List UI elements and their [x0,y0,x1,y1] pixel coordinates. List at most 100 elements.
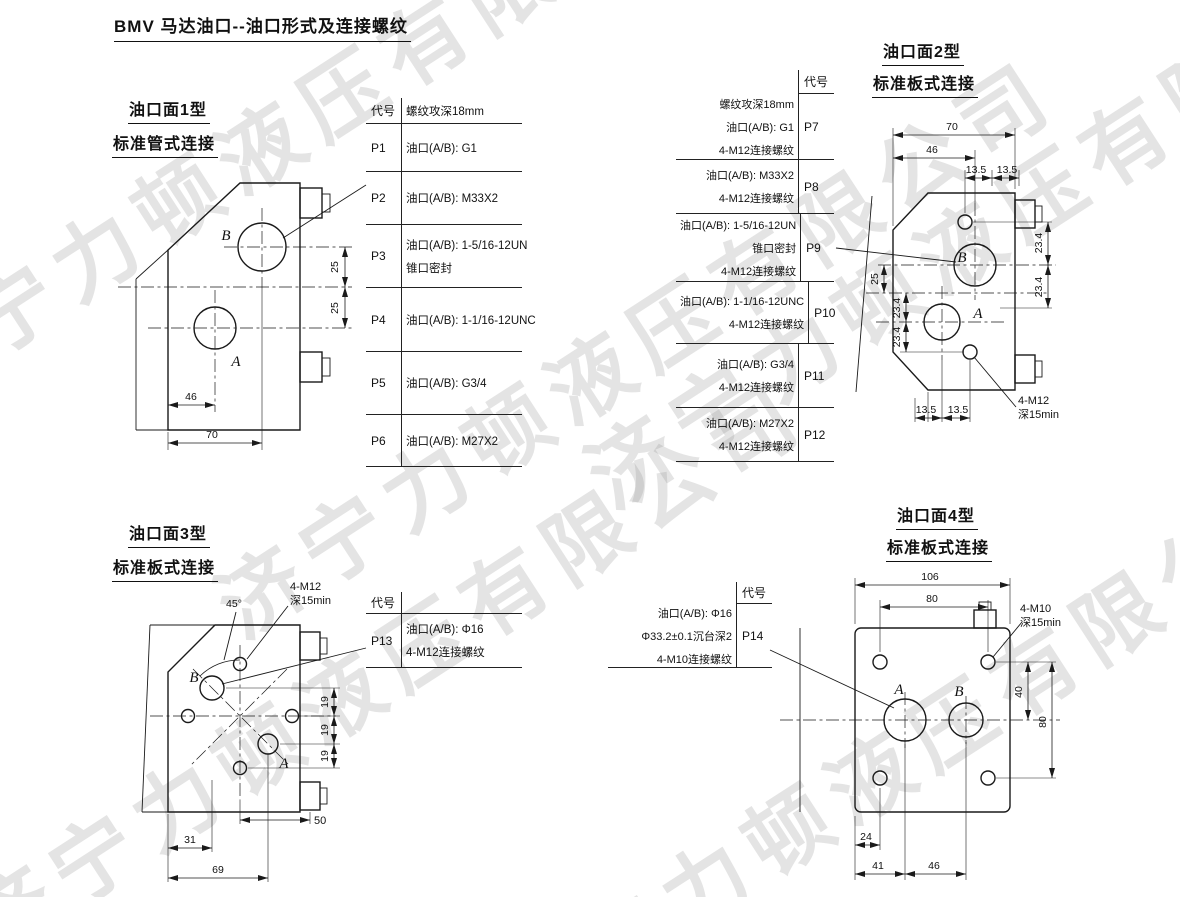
dim-label: 13.5 [997,164,1018,176]
q1-plug-top [299,187,323,219]
q2-thread-note-line1: 4-M12 [1018,395,1049,407]
q4-port-b-label: B [954,684,963,700]
dim-label: 13.5 [948,404,969,416]
q2-subheading: 标准板式连接 [872,70,979,98]
table-row: 油口(A/B): M27X2 4-M12连接螺纹 P12 [676,408,834,462]
dim-label: 19 [319,750,331,762]
dim-label: 25 [869,273,881,285]
table-row: P6 油口(A/B): M27X2 [366,415,522,467]
dim-label: 23.4 [1033,233,1045,254]
q1-table-header: 代号 螺纹攻深18mm [366,98,522,124]
q2-table-header: 代号 [676,70,834,94]
dim-label: 23.4 [891,327,903,348]
q1-port-a-label: A [230,354,241,370]
table-row: P5 油口(A/B): G3/4 [366,352,522,415]
q2-leader-line [835,247,957,263]
table-row: P2 油口(A/B): M33X2 [366,172,522,225]
row-code: P2 [366,172,402,224]
q3-port-table: 代号 P13 油口(A/B): Φ16 4-M12连接螺纹 [366,592,522,668]
q2-port-table: 代号 螺纹攻深18mm 油口(A/B): G1 4-M12连接螺纹 P7 油口(… [676,70,836,462]
row-desc: 油口(A/B): Φ16 [406,624,484,636]
dim-label: 70 [946,121,958,133]
q1-col-code: 代号 [366,98,402,123]
q1-port-b-label: B [221,228,230,244]
q4-col-code: 代号 [736,582,772,604]
dim-label: 40 [1013,686,1025,698]
table-row: P1 油口(A/B): G1 [366,124,522,172]
row-desc: 油口(A/B): M27X2 [406,435,499,448]
q4-port-b-circle [948,702,984,738]
row-desc: 4-M12连接螺纹 [718,144,794,157]
table-row: 油口(A/B): 1-1/16-12UNC 4-M12连接螺纹 P10 [676,282,835,344]
row-desc: 油口(A/B): 1-5/16-12UN [406,239,528,252]
q4-bolt-hole [980,654,996,670]
q4-bolt-hole [872,654,888,670]
q2-drawing: B A 70 46 13.5 13.5 23.4 23.4 25 2 [835,121,1059,422]
row-code: P9 [800,214,836,281]
row-desc: 油口(A/B): Φ16 [657,607,732,620]
row-desc: 锥口密封 [752,242,797,255]
q3-leader-line [221,647,367,685]
row-desc: 油口(A/B): G1 [726,121,794,134]
q1-subheading: 标准管式连接 [112,130,219,158]
table-row: 油口(A/B): M33X2 4-M12连接螺纹 P8 [676,160,834,214]
q1-plug-bottom [299,351,323,383]
q4-plug-top [973,609,997,629]
q1-port-table: 代号 螺纹攻深18mm P1 油口(A/B): G1 P2 油口(A/B): M… [366,98,536,467]
table-row: 螺纹攻深18mm 油口(A/B): G1 4-M12连接螺纹 P7 [676,94,834,160]
row-desc: 油口(A/B): G1 [406,142,477,155]
row-code: P14 [736,604,772,667]
row-desc: 4-M10连接螺纹 [656,653,732,666]
q4-table-header: 代号 [608,582,772,604]
dim-label: 31 [184,834,196,846]
q1-heading: 油口面1型 [128,96,210,124]
dim-label: 80 [926,593,938,605]
row-desc: 油口(A/B): M33X2 [406,193,499,205]
watermark: 济宁力顿液压有限公司 [200,43,1074,656]
q2-port-a-label: A [972,306,983,322]
q3-flange-outline [167,624,301,813]
row-desc: 4-M12连接螺纹 [728,319,805,331]
q3-port-a-circle [257,733,279,755]
q1-leader-line [282,184,367,239]
dim-label: 19 [319,724,331,736]
q3-bolt-hole [284,708,300,724]
q4-flange-outline [854,627,1011,813]
q1-port-b-circle [237,222,287,272]
row-code: P10 [808,282,844,343]
dim-label: 25 [329,261,341,273]
dim-label: 13.5 [916,404,937,416]
q2-plug-top [1014,199,1036,229]
table-row: 油口(A/B): Φ16 Φ33.2±0.1沉台深2 4-M10连接螺纹 P14 [608,604,772,668]
q2-thread-note-line2: 深15min [1018,408,1059,421]
q4-drawing: A B 106 80 40 80 24 41 46 4 [769,571,1061,880]
row-desc: 油口(A/B): G3/4 [406,378,487,390]
angle-label: 45° [226,598,242,610]
row-code: P12 [798,408,834,461]
q4-bolt-hole [980,770,996,786]
q2-port-b-circle [953,243,997,287]
row-desc: 油口(A/B): G3/4 [716,359,794,371]
q4-thread-note-line1: 4-M10 [1020,603,1051,615]
dim-label: 23.4 [891,298,903,319]
q3-subheading: 标准板式连接 [112,554,219,582]
row-desc: 油口(A/B): 1-5/16-12UN [680,219,797,232]
q2-col-code: 代号 [798,70,834,94]
row-desc: 油口(A/B): M33X2 [705,170,794,182]
row-code: P3 [366,225,402,287]
q3-drawing: B A 45° 4-M12 深15min 19 19 19 50 [141,581,367,882]
q4-port-a-label: A [893,682,904,698]
dim-label: 106 [921,571,939,583]
q4-heading: 油口面4型 [896,502,978,530]
dim-label: 46 [926,144,938,156]
dim-label: 41 [872,860,884,872]
page-title: BMV 马达油口--油口形式及连接螺纹 [114,12,411,42]
q1-drawing: B A 25 25 46 70 [118,182,367,450]
row-desc: 油口(A/B): M27X2 [705,418,794,430]
q2-port-b-label: B [957,250,966,266]
q3-port-b-label: B [189,670,198,686]
row-code: P1 [366,124,402,171]
row-desc: 4-M12连接螺纹 [406,647,485,659]
table-row: P4 油口(A/B): 1-1/16-12UNC [366,288,536,352]
